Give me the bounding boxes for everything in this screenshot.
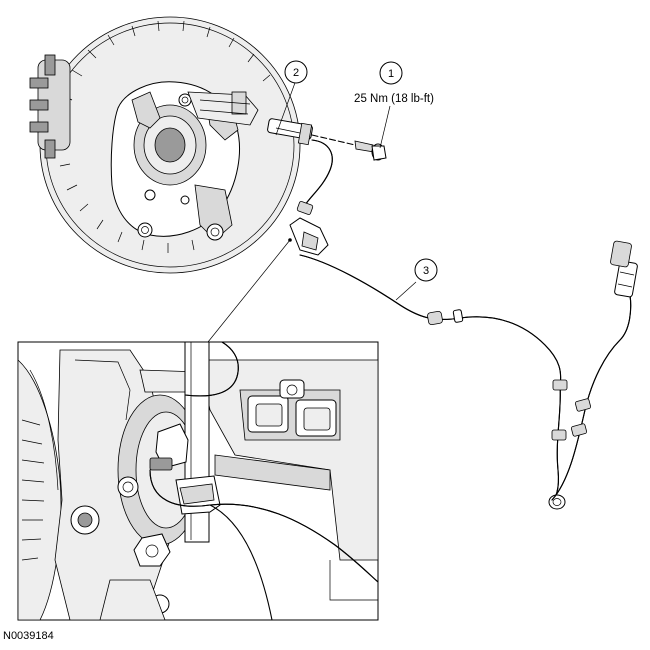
- torque-spec-label: 25 Nm (18 lb-ft): [354, 93, 434, 105]
- figure-id: N0039184: [3, 630, 54, 642]
- brake-rotor-assembly: [29, 16, 301, 274]
- callout-1: 1 25 Nm (18 lb-ft): [354, 61, 434, 105]
- sensor-bolt: [311, 134, 387, 161]
- callout-3-number: 3: [423, 265, 429, 277]
- callout-leaders: [207, 79, 417, 343]
- callout-3: 3: [414, 258, 438, 282]
- wheel-speed-sensor-harness: [267, 118, 638, 510]
- detail-inset: [17, 341, 379, 621]
- callout-1-number: 1: [388, 68, 394, 80]
- callout-2: 2: [284, 60, 308, 84]
- callout-2-number: 2: [293, 67, 299, 79]
